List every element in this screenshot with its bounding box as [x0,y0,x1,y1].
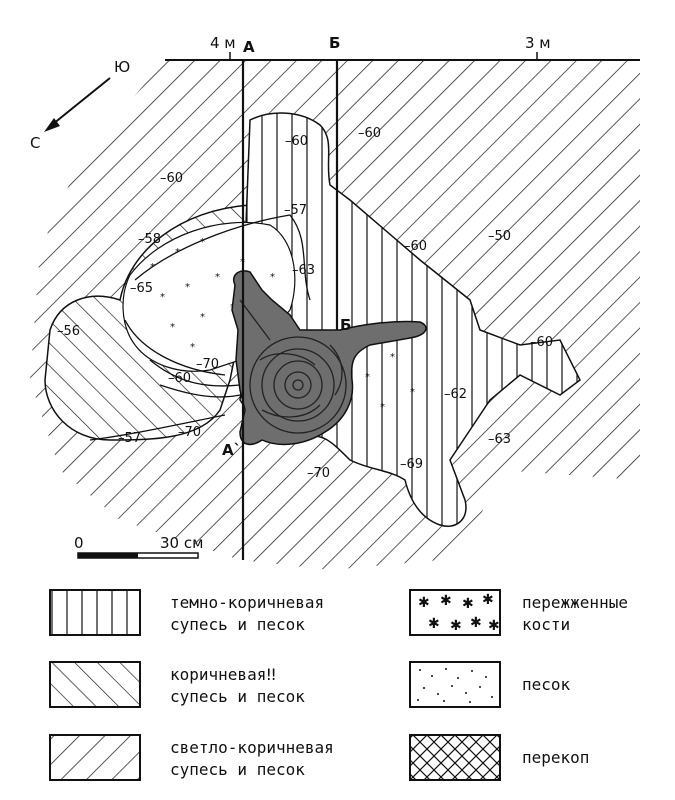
svg-text:✱: ✱ [488,618,500,634]
legend-item-perekop: перекоп [409,734,589,781]
elevation: –60 [358,126,381,141]
elevation: –56 [57,324,80,339]
elevation: –63 [292,263,315,278]
svg-text:*: * [215,272,220,283]
section-a-end-label: А` [222,441,241,459]
elevation: –70 [178,425,201,440]
elevation: –50 [488,229,511,244]
svg-text:*: * [200,312,205,323]
legend-item-dark-brown: темно-коричневая супесь и песок [49,589,324,636]
svg-text:*: * [410,387,415,398]
scale-zero: 0 [74,534,84,552]
svg-text:✱: ✱ [418,595,430,611]
star-icon: ✱✱✱✱ ✱✱✱✱ [418,592,500,634]
legend-swatch [409,734,501,781]
elevation: –65 [130,281,153,296]
elevation: –70 [307,466,330,481]
legend-swatch [49,734,141,781]
svg-text:*: * [170,322,175,333]
elevation: –57 [118,431,141,446]
svg-text:*: * [190,342,195,353]
legend-line2: супесь и песок [170,615,305,634]
legend-item-burnt-bones: ✱✱✱✱ ✱✱✱✱ пережженные кости [409,589,628,636]
elevation: –60 [285,134,308,149]
elevation: –70 [196,357,219,372]
legend-line1: коричневая‼ [170,665,276,684]
legend-line1: песок [522,675,571,694]
legend-line1: перекоп [522,748,589,767]
arrow-icon [44,118,60,132]
legend-line2: кости [522,615,570,634]
scale-bar: 0 30 см [74,534,203,559]
section-b-label: Б [329,34,340,52]
compass-north: Ю [114,58,130,76]
elevation: –63 [488,432,511,447]
svg-text:*: * [200,237,205,248]
pit-spiral [239,299,347,434]
marker-4m: 4 м [210,34,236,52]
svg-text:*: * [380,402,385,413]
legend-swatch [409,589,501,636]
legend-item-sand: песок [409,661,571,708]
dots-icon [417,668,493,703]
elevation: –60 [404,239,427,254]
elevation: –57 [284,203,307,218]
svg-text:✱: ✱ [440,593,452,609]
elevation: –60 [160,171,183,186]
svg-text:✱: ✱ [482,592,494,608]
legend-line1: пережженные [522,593,628,612]
svg-text:*: * [160,292,165,303]
section-a-label: А [243,38,255,56]
compass: Ю С [30,58,130,152]
svg-text:*: * [365,372,370,383]
section-b-end-label: Б [340,316,351,334]
legend-swatch [49,661,141,708]
elevation: –62 [444,387,467,402]
elevation: –60 [168,371,191,386]
legend-line1: светло-коричневая [170,738,334,757]
legend-item-brown: коричневая‼ супесь и песок [49,661,305,708]
svg-text:✱: ✱ [428,616,440,632]
elevation: –58 [138,232,161,247]
scale-length: 30 см [160,534,203,552]
elevation-labels: –60 –60 –60 –57 –58 –63 –65 –56 –70 –60 … [57,126,553,481]
legend-line1: темно-коричневая [170,593,324,612]
legend-swatch [409,661,501,708]
svg-text:*: * [390,352,395,363]
legend-line2: супесь и песок [170,687,305,706]
svg-text:✱: ✱ [470,615,482,631]
svg-text:✱: ✱ [462,596,474,612]
svg-text:*: * [270,272,275,283]
legend: темно-коричневая супесь и песок коричнев… [49,589,628,781]
contour-lines [89,214,311,441]
svg-text:✱: ✱ [450,618,462,634]
compass-south: С [30,134,40,152]
legend-swatch [49,589,141,636]
legend-line2: супесь и песок [170,760,305,779]
elevation: –60 [530,335,553,350]
svg-text:*: * [185,282,190,293]
legend-item-light-brown: светло-коричневая супесь и песок [49,734,334,781]
marker-3m: 3 м [525,34,551,52]
elevation: –69 [400,457,423,472]
